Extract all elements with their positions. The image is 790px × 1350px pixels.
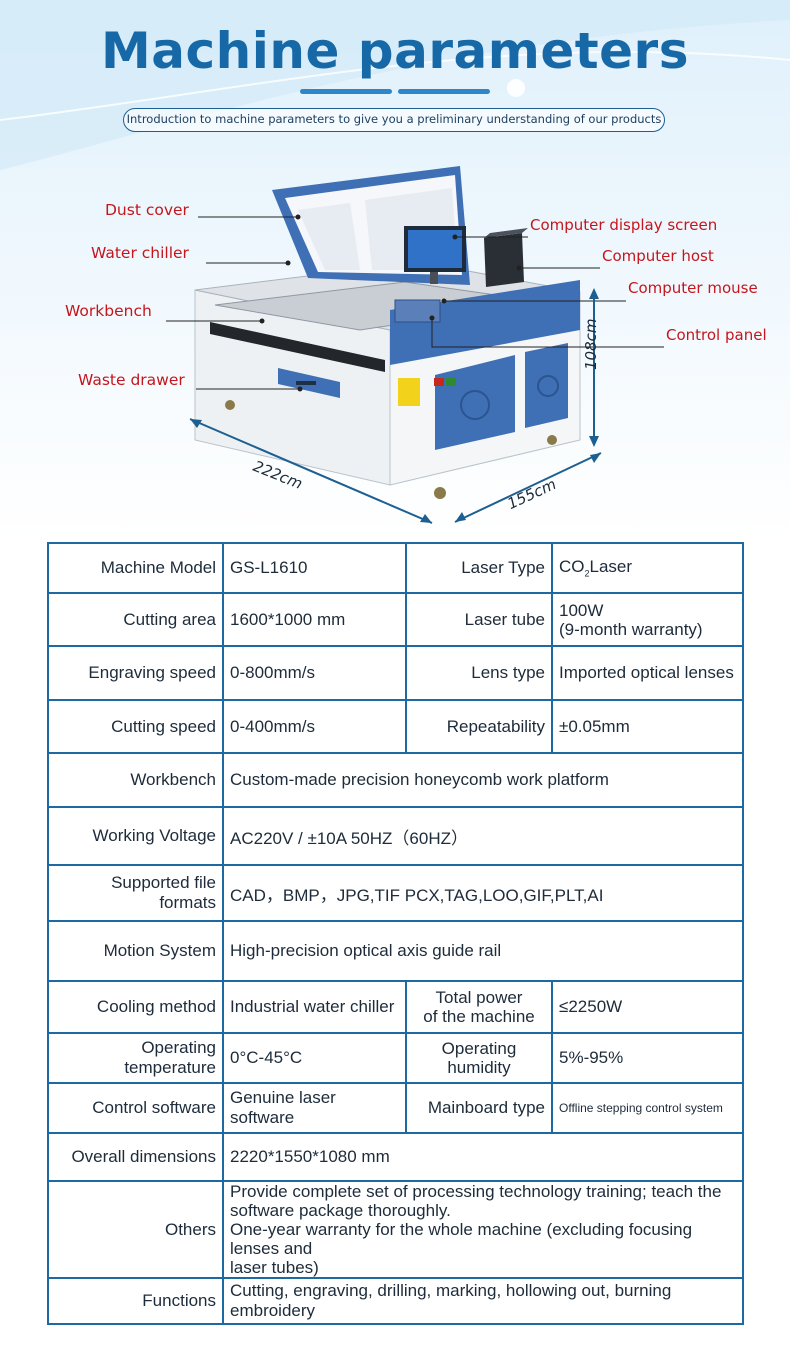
- laser-machine-illustration: [166, 166, 664, 524]
- spec-label: Workbench: [47, 752, 224, 808]
- spec-label: Cutting speed: [47, 699, 224, 754]
- spec-label: Functions: [47, 1277, 224, 1325]
- spec-label: Others: [47, 1180, 224, 1279]
- callout-computer-mouse: Computer mouse: [628, 279, 758, 297]
- spec-value: Custom-made precision honeycomb work pla…: [222, 752, 744, 808]
- callout-water-chiller: Water chiller: [91, 244, 189, 262]
- page-subtitle: Introduction to machine parameters to gi…: [123, 108, 665, 132]
- spec-value-laser-tube: 100W(9-month warranty): [551, 592, 744, 647]
- spec-value: High-precision optical axis guide rail: [222, 920, 744, 982]
- callout-computer-display-screen: Computer display screen: [530, 216, 718, 234]
- spec-label: Overall dimensions: [47, 1132, 224, 1182]
- callout-control-panel: Control panel: [666, 326, 767, 344]
- table-row: Motion System High-precision optical axi…: [47, 920, 744, 982]
- spec-value: Offline stepping control system: [551, 1082, 744, 1134]
- callout-waste-drawer: Waste drawer: [78, 371, 185, 389]
- spec-value: GS-L1610: [222, 542, 407, 594]
- spec-value: 0°C-45°C: [222, 1032, 407, 1084]
- spec-value: Imported optical lenses: [551, 645, 744, 701]
- spec-value-others: Provide complete set of processing techn…: [222, 1180, 744, 1279]
- callout-computer-host: Computer host: [602, 247, 714, 265]
- spec-value-laser-type: CO2Laser: [551, 542, 744, 594]
- table-row: Workbench Custom-made precision honeycom…: [47, 752, 744, 808]
- table-row: Others Provide complete set of processin…: [47, 1180, 744, 1279]
- spec-value: Cutting, engraving, drilling, marking, h…: [222, 1277, 744, 1325]
- title-underline-right: [398, 89, 490, 94]
- spec-value: CAD，BMP，JPG,TIF PCX,TAG,LOO,GIF,PLT,AI: [222, 864, 744, 922]
- spec-value: Industrial water chiller: [222, 980, 407, 1034]
- spec-value: 0-400mm/s: [222, 699, 407, 754]
- dimension-height: 108cm: [582, 318, 600, 371]
- spec-label: Machine Model: [47, 542, 224, 594]
- spec-label: Supported file formats: [47, 864, 224, 922]
- spec-value: Genuine laser software: [222, 1082, 407, 1134]
- spec-value: 1600*1000 mm: [222, 592, 407, 647]
- page-title: Machine parameters: [101, 22, 689, 80]
- table-row: Cutting area 1600*1000 mm Laser tube 100…: [47, 592, 744, 647]
- table-row: Operating temperature 0°C-45°C Operating…: [47, 1032, 744, 1084]
- spec-label: Laser tube: [405, 592, 553, 647]
- spec-label: Cooling method: [47, 980, 224, 1034]
- spec-value: ≤2250W: [551, 980, 744, 1034]
- spec-label: Repeatability: [405, 699, 553, 754]
- table-row: Cooling method Industrial water chiller …: [47, 980, 744, 1034]
- table-row: Supported file formats CAD，BMP，JPG,TIF P…: [47, 864, 744, 922]
- spec-value: ±0.05mm: [551, 699, 744, 754]
- table-row: Control software Genuine laser software …: [47, 1082, 744, 1134]
- table-row: Working Voltage AC220V / ±10A 50HZ（60HZ）: [47, 806, 744, 866]
- spec-label: Cutting area: [47, 592, 224, 647]
- table-row: Functions Cutting, engraving, drilling, …: [47, 1277, 744, 1325]
- title-underline-left: [300, 89, 392, 94]
- spec-value: 2220*1550*1080 mm: [222, 1132, 744, 1182]
- spec-label: Operating temperature: [47, 1032, 224, 1084]
- table-row: Machine Model GS-L1610 Laser Type CO2Las…: [47, 542, 744, 594]
- callout-workbench: Workbench: [65, 302, 152, 320]
- spec-label: Mainboard type: [405, 1082, 553, 1134]
- header-wave-decoration: [0, 0, 790, 170]
- spec-label: Lens type: [405, 645, 553, 701]
- spec-table: Machine Model GS-L1610 Laser Type CO2Las…: [47, 542, 744, 1325]
- table-row: Cutting speed 0-400mm/s Repeatability ±0…: [47, 699, 744, 754]
- spec-label: Laser Type: [405, 542, 553, 594]
- spec-value: 0-800mm/s: [222, 645, 407, 701]
- callout-dust-cover: Dust cover: [105, 201, 189, 219]
- spec-label: Working Voltage: [47, 806, 224, 866]
- spec-label: Control software: [47, 1082, 224, 1134]
- spec-value: AC220V / ±10A 50HZ（60HZ）: [222, 806, 744, 866]
- table-row: Overall dimensions 2220*1550*1080 mm: [47, 1132, 744, 1182]
- spec-value: 5%-95%: [551, 1032, 744, 1084]
- spec-label: Motion System: [47, 920, 224, 982]
- spec-label: Engraving speed: [47, 645, 224, 701]
- table-row: Engraving speed 0-800mm/s Lens type Impo…: [47, 645, 744, 701]
